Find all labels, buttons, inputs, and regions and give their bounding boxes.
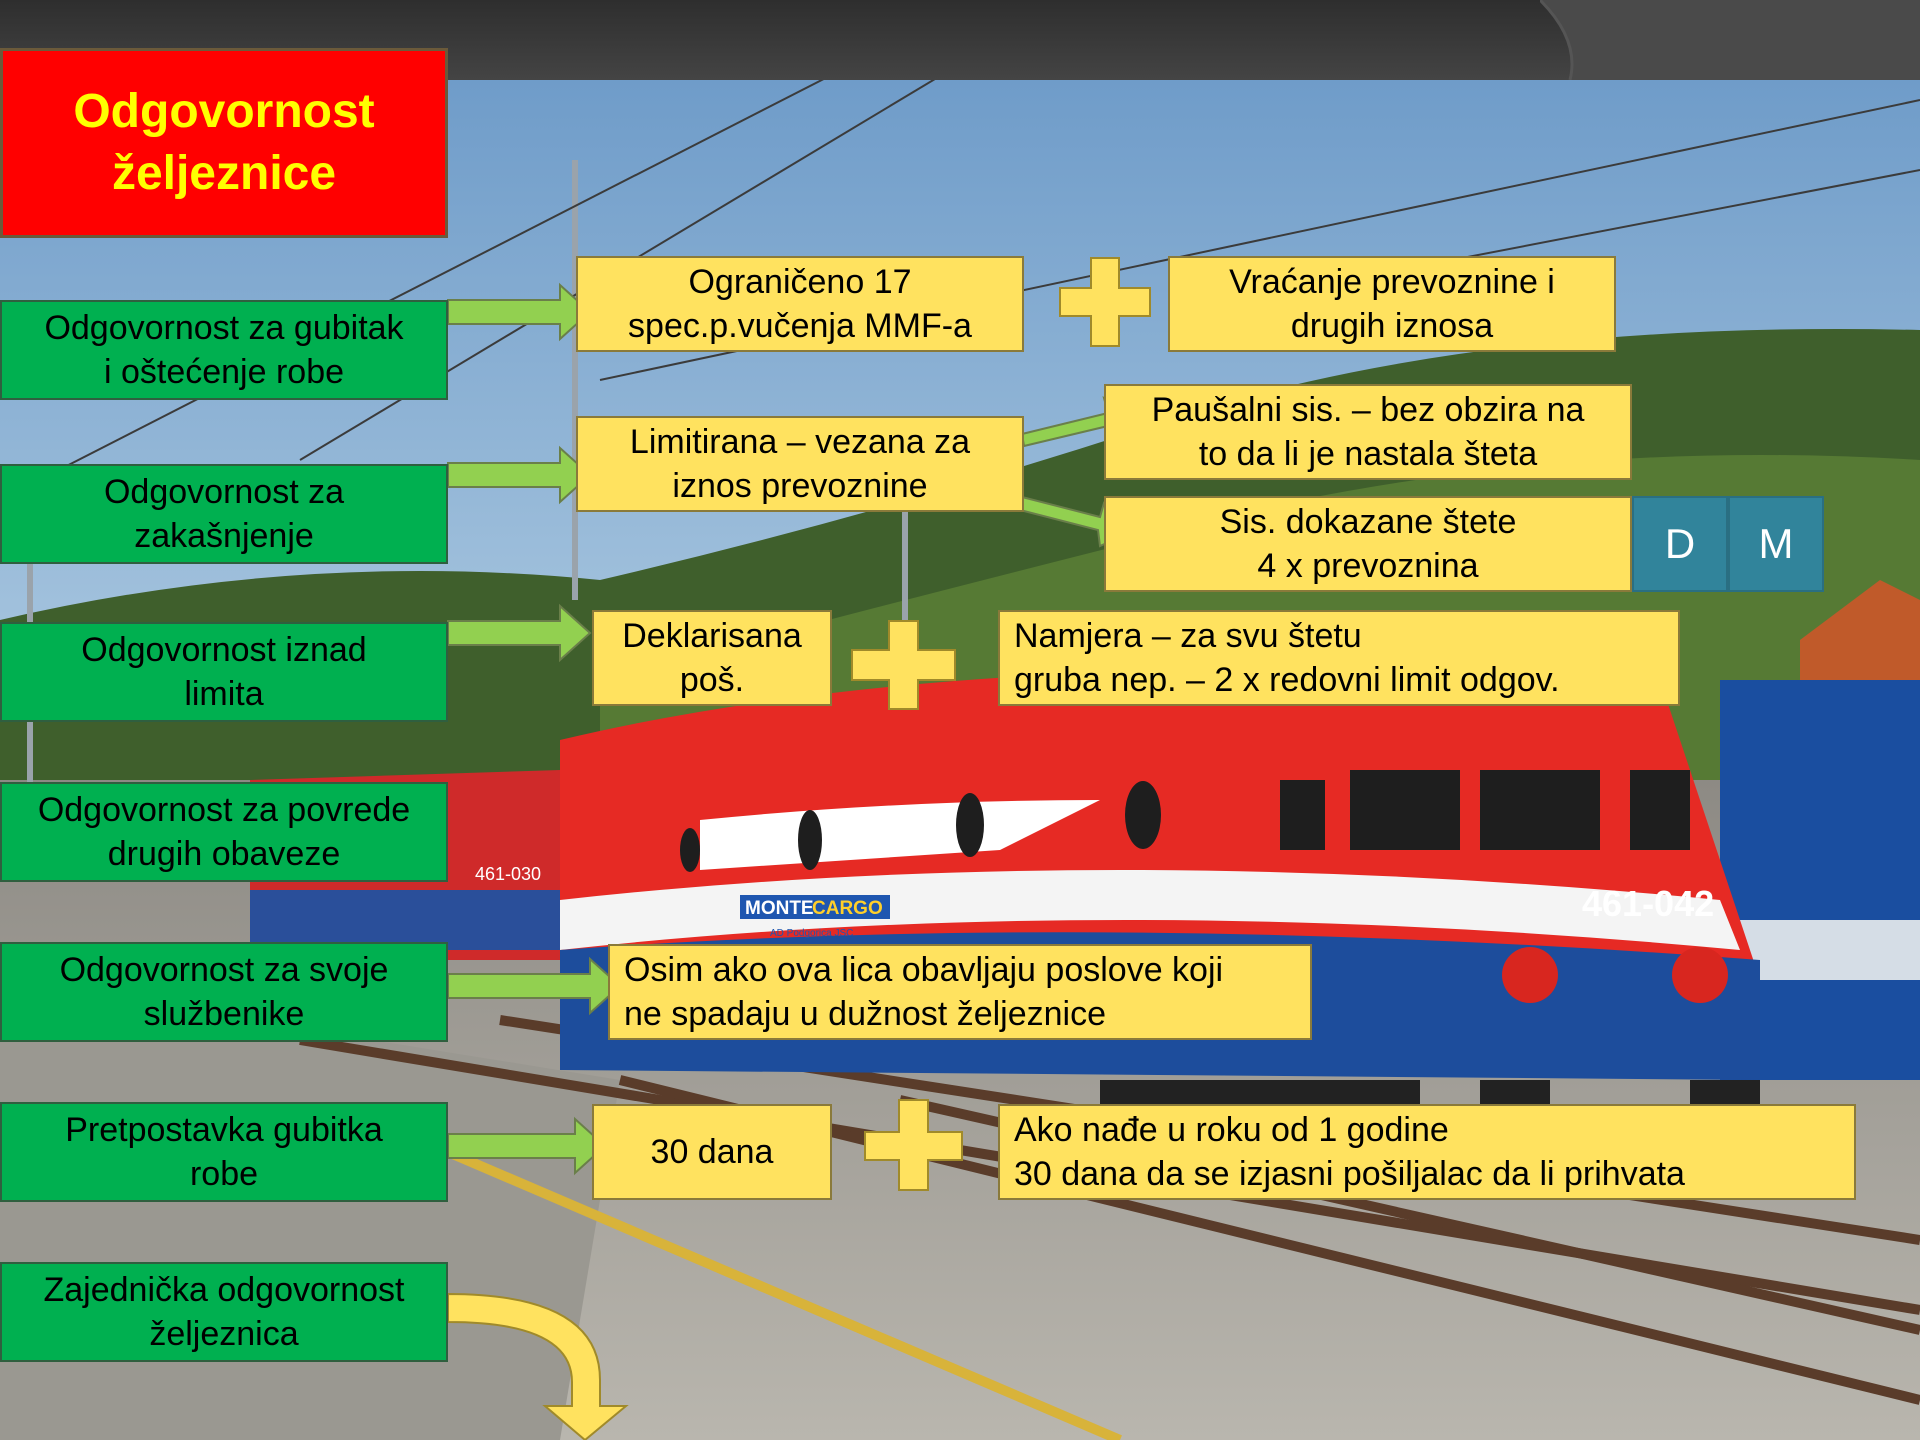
detail-limited-17: Ograničeno 17 spec.p.vučenja MMF-a (576, 256, 1024, 352)
detail-30-days: 30 dana (592, 1104, 832, 1200)
top-band-curve (1540, 0, 1920, 80)
row-label-delay: Odgovornost za zakašnjenje (0, 464, 448, 564)
row-label-loss-damage: Odgovornost za gubitak i oštećenje robe (0, 300, 448, 400)
loco2-number: 461-030 (475, 864, 541, 884)
detail-declared: Deklarisana poš. (592, 610, 832, 706)
slide-title: Odgovornost željeznice (0, 48, 448, 238)
row-label-joint-liability: Zajednička odgovornost željeznica (0, 1262, 448, 1362)
row-label-other-obligations: Odgovornost za povrede drugih obaveze (0, 782, 448, 882)
loco-brand-monte: MONTE (745, 898, 814, 919)
row-label-above-limit: Odgovornost iznad limita (0, 622, 448, 722)
loco-brand-cargo: CARGO (812, 898, 883, 919)
detail-limited-freight: Limitirana – vezana za iznos prevoznine (576, 416, 1024, 512)
row-label-staff: Odgovornost za svoje službenike (0, 942, 448, 1042)
tag-d: D (1632, 496, 1728, 592)
detail-proven-damage: Sis. dokazane štete 4 x prevoznina (1104, 496, 1632, 592)
detail-except: Osim ako ova lica obavljaju poslove koji… (608, 944, 1312, 1040)
row-label-presumed-loss: Pretpostavka gubitka robe (0, 1102, 448, 1202)
detail-refund: Vraćanje prevoznine i drugih iznosa (1168, 256, 1616, 352)
loco-number: 461-042 (1582, 883, 1714, 924)
tag-m: M (1728, 496, 1824, 592)
loco-brand-sub: AD Podgorica JSC (770, 928, 853, 939)
detail-found-within-year: Ako nađe u roku od 1 godine 30 dana da s… (998, 1104, 1856, 1200)
detail-flat-system: Paušalni sis. – bez obzira na to da li j… (1104, 384, 1632, 480)
detail-intent: Namjera – za svu štetu gruba nep. – 2 x … (998, 610, 1680, 706)
